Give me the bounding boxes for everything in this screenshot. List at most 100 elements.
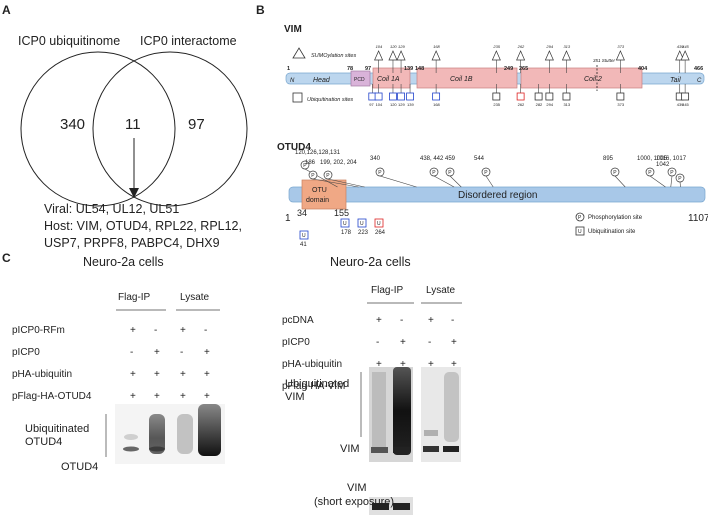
otud4-diagram: OTUD4 OTU domain Disordered region 1 110… — [277, 142, 708, 248]
treatment-mark: + — [130, 369, 136, 380]
vim-title: VIM — [284, 24, 302, 35]
sumo-site-label: 168 — [433, 44, 440, 49]
phospho-site-label: 186 — [305, 160, 316, 166]
treatment-mark: + — [400, 337, 406, 348]
vim-boundary-404: 404 — [638, 66, 648, 72]
sumo-site-label: 235 — [492, 44, 500, 49]
treatment-mark: - — [376, 337, 379, 348]
otud4-title: OTUD4 — [277, 142, 311, 153]
sumo-legend-text: SUMOylation sites — [311, 53, 356, 59]
phospho-site-stem — [449, 175, 462, 188]
left-lane1-smear — [124, 434, 138, 440]
ubiq-site-marker — [545, 92, 554, 101]
ubiq-site-label: 445 — [682, 102, 689, 107]
phospho-site-symbol: P — [648, 170, 652, 176]
phospho-site-label: 1016, 1017 — [656, 156, 687, 162]
host-list-2: USP7, PRPF8, PABPC4, DHX9 — [44, 236, 220, 250]
otud4-ubiq-symbol: U — [360, 221, 364, 227]
ubiq-site-marker — [616, 92, 625, 101]
phospho-site-label: 895 — [603, 156, 614, 162]
phospho-site-label: 544 — [474, 156, 485, 162]
left-lane3-smear — [177, 414, 193, 454]
left-band-label-1: Ubiquitinated — [25, 423, 89, 435]
phospho-site-marker — [429, 167, 439, 177]
ubiq-site-label: 104 — [376, 102, 383, 107]
right-lane3-band — [423, 446, 439, 452]
vim-boundary-1: 1 — [287, 66, 290, 72]
vim-boundary-97: 97 — [365, 66, 371, 72]
phospho-site-marker — [375, 167, 385, 177]
ubiq-site-marker — [389, 92, 397, 101]
otud4-ubiq-symbol: U — [377, 221, 381, 227]
domain-coil1b: Coil 1B — [450, 76, 473, 83]
ubiq-site-marker — [406, 92, 414, 101]
right-lane1-band — [371, 447, 388, 453]
sumo-legend-icon — [292, 47, 306, 59]
right-group-lysate: Lysate — [426, 285, 456, 296]
venn-right-count: 97 — [188, 116, 205, 133]
sumo-site-label: 313 — [563, 44, 570, 49]
panel-a: A ICP0 ubiquitinome ICP0 interactome 340… — [2, 3, 248, 250]
treatment-mark: + — [376, 359, 382, 370]
otud4-ubiq-symbol: U — [343, 221, 347, 227]
sumo-site-marker — [675, 50, 685, 61]
phospho-site-label: 438, 442 — [420, 156, 444, 162]
phospho-legend-text: Phosphorylation site — [588, 215, 643, 221]
ubiq-site-marker — [432, 92, 441, 101]
phospho-legend-symbol: P — [578, 215, 582, 221]
otud4-ubiq-symbol: U — [302, 233, 306, 239]
treatment-label: pcDNA — [282, 315, 314, 326]
sumo-site-label: 104 — [376, 44, 383, 49]
vim-boundary-265: 265 — [519, 66, 528, 72]
ubiq-site-label: 139 — [407, 102, 414, 107]
left-lane1-band — [123, 446, 139, 452]
domain-tail: Tail — [670, 77, 681, 84]
sumo-site-label: 129 — [398, 44, 405, 49]
sumo-site-label: 439 — [677, 44, 684, 49]
sumo-site-label: 120 — [390, 44, 397, 49]
ubiq-site-label: 129 — [398, 102, 405, 107]
sumo-site-marker — [561, 50, 572, 61]
ubiq-site-label: 373 — [617, 102, 624, 107]
left-group-lysate: Lysate — [180, 292, 210, 303]
sumo-site-marker — [544, 50, 554, 61]
otud4-ubiq-marker — [340, 218, 350, 228]
domain-pcd: PCD — [354, 77, 365, 83]
phospho-site-symbol: P — [432, 170, 436, 176]
right-lane4-band — [443, 446, 459, 452]
venn-left-label: ICP0 ubiquitinome — [18, 34, 120, 48]
domain-coil1b-box — [416, 67, 518, 89]
treatment-mark: + — [180, 369, 186, 380]
domain-coil2: Coil 2 — [584, 76, 602, 83]
right-short-membrane — [369, 497, 413, 515]
phospho-site-marker — [308, 170, 318, 180]
phospho-site-stem — [679, 181, 681, 188]
right-band-label-5: (short exposure) — [314, 496, 394, 508]
treatment-mark: - — [451, 315, 454, 326]
panel-b-label: B — [256, 3, 265, 17]
ubiq-site-marker — [562, 92, 571, 101]
treatment-mark: + — [180, 325, 186, 336]
phospho-site-stem — [649, 175, 666, 188]
sumo-site-label: 373 — [617, 44, 624, 49]
treatment-label: pFlag-HA-OTUD4 — [12, 391, 92, 402]
sumo-site-label: 262 — [517, 44, 525, 49]
venn-right-circle — [92, 51, 248, 207]
left-blot-title: Neuro-2a cells — [83, 255, 164, 269]
phospho-site-label: 1042 — [656, 162, 670, 168]
ubiq-site-label: 168 — [433, 102, 440, 107]
panel-c-right: Neuro-2a cells Flag-IP Lysate pcDNA+-+-p… — [282, 255, 462, 515]
treatment-mark: + — [130, 325, 136, 336]
phospho-site-symbol: P — [448, 170, 452, 176]
right-short-band-1 — [372, 503, 389, 510]
ubiq-legend-text: Ubiquitination sites — [307, 97, 353, 103]
otud4-ubiq-legend-symbol: U — [578, 229, 582, 235]
ubiq-site-marker — [374, 92, 383, 101]
phospho-site-marker — [675, 173, 685, 183]
vim-c-term: C — [697, 78, 702, 84]
ubiq-site-label: 120 — [390, 102, 397, 107]
otud4-ubiq-legend-text: Ubiquitination site — [588, 229, 636, 235]
treatment-mark: - — [180, 347, 183, 358]
ubiq-site-label: 313 — [563, 102, 570, 107]
